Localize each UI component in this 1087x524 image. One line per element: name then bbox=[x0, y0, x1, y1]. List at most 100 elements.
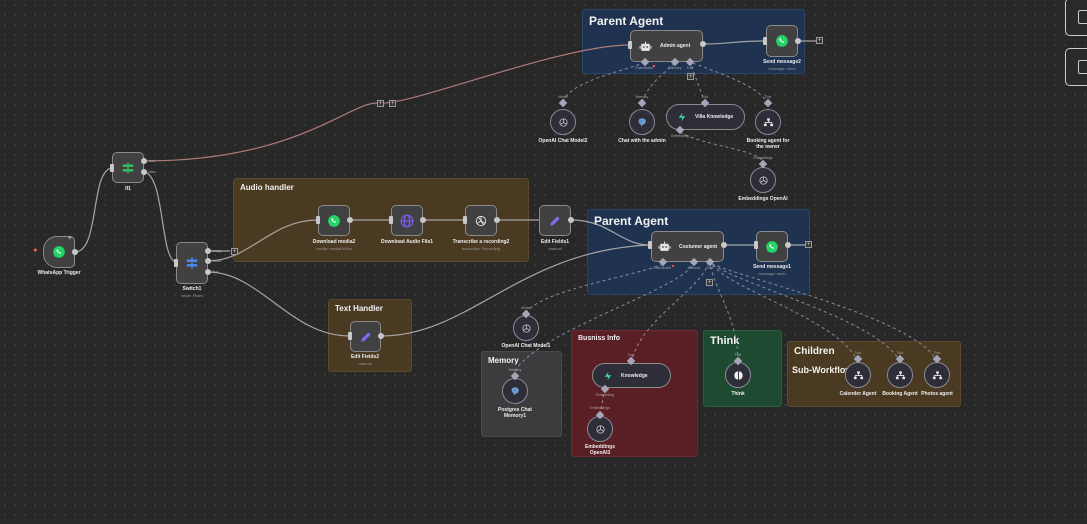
openai-icon bbox=[758, 175, 768, 185]
input-port[interactable] bbox=[316, 216, 320, 224]
input-port[interactable] bbox=[463, 216, 467, 224]
node-postgres-chat-memory1[interactable] bbox=[502, 378, 528, 404]
node-label: OpenAI Chat Model2 bbox=[538, 138, 588, 144]
output-port[interactable] bbox=[568, 217, 574, 223]
output-port-audio[interactable] bbox=[205, 258, 211, 264]
port-label: Tool bbox=[933, 351, 941, 355]
node-edit-fields1[interactable] bbox=[539, 205, 571, 236]
input-port[interactable] bbox=[174, 259, 178, 267]
output-port-image[interactable] bbox=[205, 248, 211, 254]
node-whatsapp-trigger[interactable]: + bbox=[43, 235, 75, 268]
node-photos-agent[interactable] bbox=[924, 362, 950, 388]
port-label: false bbox=[148, 170, 156, 174]
openai-icon bbox=[558, 117, 568, 127]
node-embeddings-openai[interactable] bbox=[750, 167, 776, 193]
input-port[interactable] bbox=[763, 37, 767, 45]
port-label: Tool bbox=[854, 351, 862, 355]
node-send-message1[interactable] bbox=[756, 231, 788, 262]
node-download-media2[interactable] bbox=[318, 205, 350, 236]
output-port[interactable] bbox=[378, 333, 384, 339]
node-label: Postgres Chat Memory1 bbox=[495, 407, 535, 419]
node-embeddings-openai3[interactable] bbox=[587, 416, 613, 442]
input-port[interactable] bbox=[389, 216, 393, 224]
port-label: Model bbox=[558, 95, 568, 99]
port-label: Tool bbox=[734, 353, 742, 357]
output-port[interactable] bbox=[785, 242, 791, 248]
node-think[interactable] bbox=[725, 362, 751, 388]
side-panel-button[interactable] bbox=[1065, 0, 1087, 36]
sticky-title: Memory bbox=[488, 356, 519, 365]
node-download-audio-file1[interactable] bbox=[391, 205, 423, 236]
supabase-icon bbox=[604, 371, 612, 380]
output-port-text[interactable] bbox=[205, 269, 211, 275]
node-subtitle: transcribe: Recording bbox=[461, 246, 501, 251]
model-port[interactable] bbox=[558, 98, 568, 108]
output-port[interactable] bbox=[795, 38, 801, 44]
node-admin-agent[interactable]: Admin agent bbox=[630, 30, 703, 62]
node-calendar-agent[interactable] bbox=[845, 362, 871, 388]
output-port-true[interactable] bbox=[141, 158, 147, 164]
edge-if-false-switch bbox=[143, 171, 177, 263]
node-openai-chat-model2[interactable] bbox=[550, 109, 576, 135]
input-port[interactable] bbox=[628, 41, 632, 49]
output-port[interactable] bbox=[721, 242, 727, 248]
node-transcribe-recording2[interactable] bbox=[465, 205, 497, 236]
node-switch1[interactable] bbox=[176, 242, 208, 284]
node-send-message2[interactable] bbox=[766, 25, 798, 57]
add-node-button[interactable]: + bbox=[231, 248, 238, 255]
port-label: Tool bbox=[627, 353, 635, 357]
node-costumer-agent[interactable]: Costumer agent bbox=[651, 231, 724, 262]
sticky-subtitle: Sub-Workflows bbox=[792, 365, 858, 375]
input-port[interactable] bbox=[348, 332, 352, 340]
node-edit-fields2[interactable] bbox=[350, 321, 381, 352]
input-port[interactable] bbox=[110, 164, 114, 172]
node-subtitle: mode: Rules bbox=[180, 293, 204, 298]
node-label: Embeddings OpenAI3 bbox=[580, 444, 620, 456]
tool-port[interactable] bbox=[763, 98, 773, 108]
node-booking-agent[interactable] bbox=[887, 362, 913, 388]
postgres-icon bbox=[638, 117, 646, 127]
panel-icon bbox=[1078, 10, 1087, 24]
output-port[interactable] bbox=[494, 217, 500, 223]
output-port[interactable] bbox=[700, 41, 706, 47]
add-tool-button[interactable]: + bbox=[687, 73, 694, 80]
add-node-button[interactable]: + bbox=[816, 37, 823, 44]
add-tool-button[interactable]: + bbox=[706, 279, 713, 286]
node-label: Edit Fields1 bbox=[540, 239, 570, 245]
side-panel-toggle-button[interactable] bbox=[1065, 48, 1087, 86]
memory-port[interactable] bbox=[637, 98, 647, 108]
node-label: Admin agent bbox=[660, 43, 691, 49]
sticky-title: Text Handler bbox=[335, 304, 383, 313]
node-openai-chat-model1[interactable] bbox=[513, 315, 539, 341]
pencil-icon bbox=[550, 215, 560, 226]
node-label: Photos agent bbox=[921, 391, 953, 397]
input-port[interactable] bbox=[648, 241, 652, 249]
add-node-button[interactable]: + bbox=[377, 100, 384, 107]
node-booking-agent-owner[interactable] bbox=[755, 109, 781, 135]
add-icon[interactable]: + bbox=[67, 235, 72, 242]
node-chat-with-admin[interactable] bbox=[629, 109, 655, 135]
openai-icon bbox=[475, 215, 487, 226]
output-port[interactable] bbox=[72, 249, 78, 255]
whatsapp-icon bbox=[776, 35, 788, 47]
add-node-button[interactable]: + bbox=[389, 100, 396, 107]
node-label: Download media2 bbox=[312, 239, 356, 245]
add-node-button[interactable]: + bbox=[805, 241, 812, 248]
input-port[interactable] bbox=[754, 241, 758, 249]
port-label: Memory bbox=[687, 266, 701, 270]
node-label: Knowledge bbox=[621, 372, 648, 379]
output-port-false[interactable] bbox=[141, 169, 147, 175]
node-if1[interactable] bbox=[112, 152, 144, 183]
node-label: Booking Agent bbox=[882, 391, 918, 397]
node-label: Send message1 bbox=[753, 264, 791, 270]
workflow-icon bbox=[895, 370, 905, 379]
output-port[interactable] bbox=[347, 217, 353, 223]
output-port[interactable] bbox=[420, 217, 426, 223]
node-label: Calender Agent bbox=[839, 391, 877, 397]
workflow-icon bbox=[853, 370, 863, 379]
trigger-lightning-icon: ✦ bbox=[32, 246, 39, 255]
port-label: Tool bbox=[686, 66, 694, 70]
port-label: Chat Model bbox=[653, 266, 671, 270]
